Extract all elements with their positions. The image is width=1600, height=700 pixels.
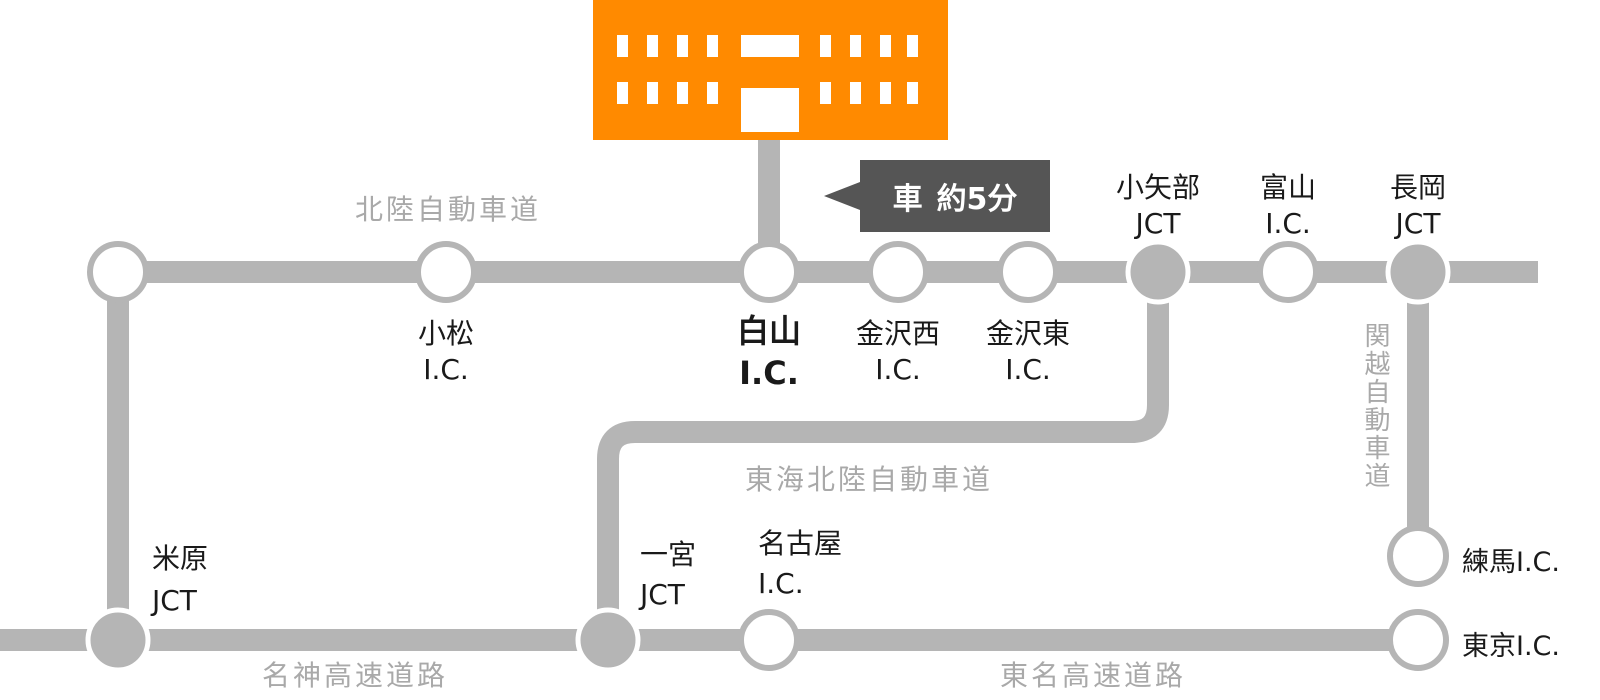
- node-nagaoka: [1385, 239, 1451, 305]
- label-nagoya-name: 名古屋: [758, 527, 843, 560]
- label-hakusan-type: I.C.: [739, 354, 799, 392]
- label-ichinomiya-type: JCT: [640, 578, 685, 611]
- label-kanazawa-nishi-type: I.C.: [875, 353, 921, 386]
- node-komatsu: [415, 241, 477, 303]
- label-kanazawa-higashi-name: 金沢東: [985, 317, 1070, 350]
- label-komatsu: 小松 I.C.: [406, 316, 486, 388]
- label-hakusan-name: 白山: [736, 312, 801, 350]
- label-maibara-type: JCT: [152, 584, 197, 617]
- label-nagoya-type: I.C.: [758, 567, 804, 600]
- node-toyama: [1257, 241, 1319, 303]
- road-label-kanetsu: 関越自動車道: [1360, 322, 1390, 490]
- road-label-tokai-hokuriku: 東海北陸自動車道: [745, 463, 994, 496]
- label-nagaoka-type: JCT: [1395, 207, 1441, 240]
- label-oyabe: 小矢部 JCT: [1108, 170, 1208, 242]
- road-label-hokuriku: 北陸自動車道: [355, 193, 542, 226]
- node-kanazawa-nishi: [867, 241, 929, 303]
- label-maibara-name: 米原: [152, 542, 209, 575]
- label-nagaoka-name: 長岡: [1389, 171, 1446, 204]
- label-oyabe-type: JCT: [1135, 207, 1181, 240]
- label-oyabe-name: 小矢部: [1115, 171, 1200, 204]
- label-maibara: 米原 JCT: [152, 538, 208, 622]
- label-toyama: 富山 I.C.: [1248, 170, 1328, 242]
- node-west-end: [87, 241, 149, 303]
- label-nagaoka: 長岡 JCT: [1378, 170, 1458, 242]
- tokai-hokuriku-road-line: [597, 272, 1169, 640]
- building-icon: [593, 0, 948, 140]
- node-kanazawa-higashi: [997, 241, 1059, 303]
- label-nagoya: 名古屋 I.C.: [758, 524, 842, 604]
- node-nagoya: [738, 609, 800, 671]
- label-nerima: 練馬I.C.: [1462, 547, 1560, 578]
- node-maibara: [85, 607, 151, 673]
- junction-nodes: [85, 239, 1451, 673]
- label-kanazawa-higashi-type: I.C.: [1005, 353, 1051, 386]
- node-hakusan: [738, 241, 800, 303]
- node-ichinomiya: [575, 607, 641, 673]
- label-toyama-name: 富山: [1259, 171, 1316, 204]
- interchange-nodes: [87, 241, 1449, 671]
- label-ichinomiya-name: 一宮: [640, 538, 697, 571]
- label-ichinomiya: 一宮 JCT: [640, 535, 696, 615]
- label-komatsu-type: I.C.: [423, 353, 469, 386]
- travel-time-callout: 車 約5分: [824, 160, 1050, 232]
- node-nerima: [1387, 525, 1449, 587]
- travel-mode: 車: [892, 182, 923, 217]
- node-tokyo: [1387, 609, 1449, 671]
- travel-time: 約5分: [936, 182, 1018, 217]
- label-tokyo: 東京I.C.: [1462, 631, 1560, 662]
- label-kanazawa-higashi: 金沢東 I.C.: [978, 316, 1078, 388]
- node-oyabe: [1125, 239, 1191, 305]
- label-kanazawa-nishi: 金沢西 I.C.: [848, 316, 948, 388]
- label-toyama-type: I.C.: [1265, 207, 1311, 240]
- road-label-tomei: 東名高速道路: [1000, 659, 1187, 692]
- label-kanazawa-nishi-name: 金沢西: [855, 317, 940, 350]
- road-label-meishin: 名神高速道路: [262, 659, 449, 692]
- label-hakusan: 白山 I.C.: [719, 310, 819, 394]
- label-komatsu-name: 小松: [417, 317, 474, 350]
